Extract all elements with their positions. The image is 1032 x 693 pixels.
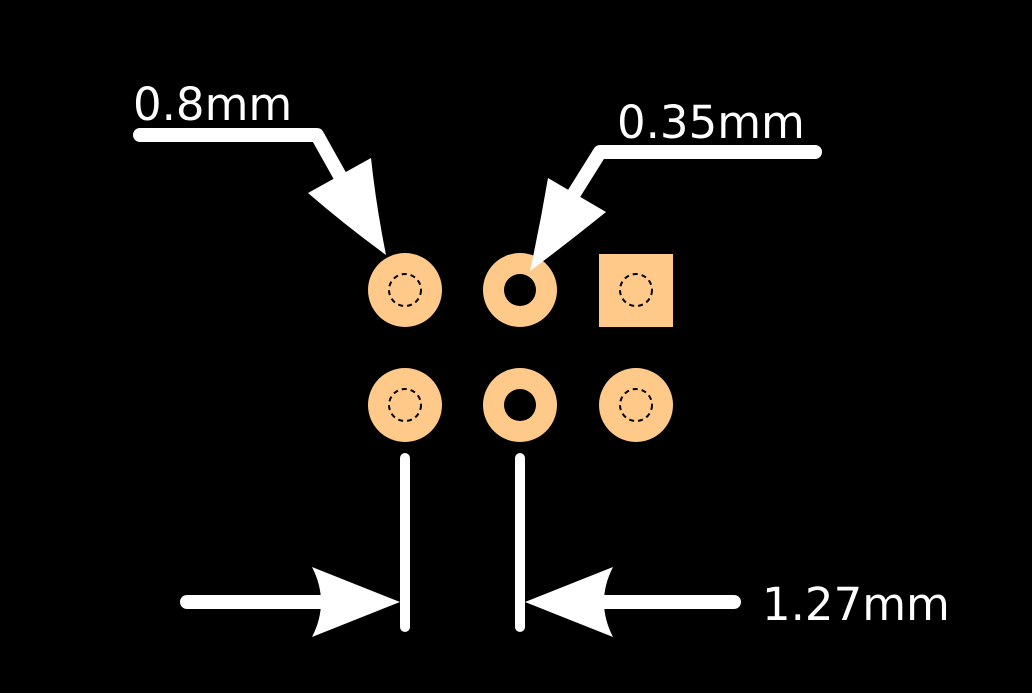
arrowhead-left-pointing [525, 567, 613, 637]
hole-diameter-leader-arrow [530, 145, 822, 271]
pad-r1c3-square [599, 254, 673, 327]
hole-diameter-label: 0.35mm [617, 96, 805, 149]
drill-hole [504, 274, 536, 306]
pad-r1c2 [483, 253, 557, 327]
pad-r1c1 [368, 253, 442, 327]
pad-r2c1 [368, 368, 442, 442]
pad-r2c3 [599, 368, 673, 442]
drill-outline-dashed [388, 273, 422, 307]
pad-diameter-label: 0.8mm [133, 78, 293, 131]
arrowhead-right-pointing [312, 567, 400, 637]
drill-outline-dashed [619, 273, 653, 307]
pitch-dimension [180, 453, 741, 637]
drill-outline-dashed [619, 388, 653, 422]
pad-r2c2 [483, 368, 557, 442]
drill-hole [504, 389, 536, 421]
pitch-label: 1.27mm [762, 578, 950, 631]
drill-outline-dashed [388, 388, 422, 422]
pad-diameter-leader-arrow [133, 128, 386, 255]
